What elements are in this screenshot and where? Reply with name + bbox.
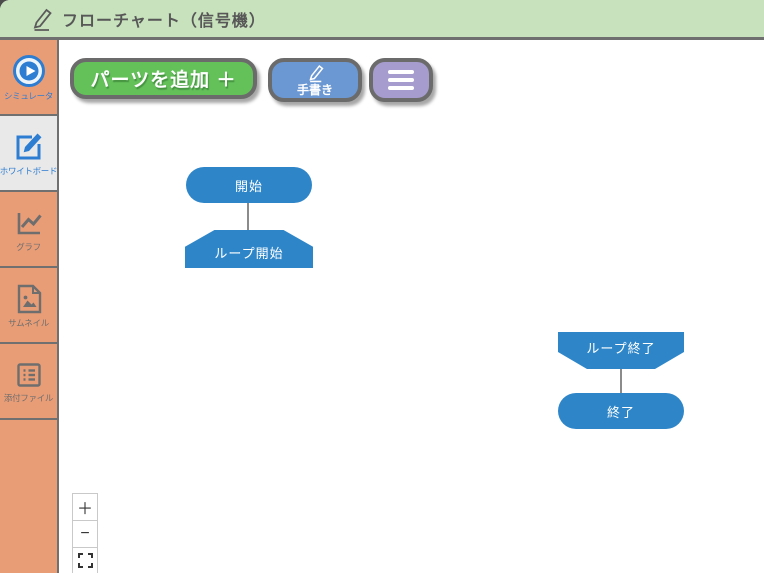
flow-node-loop-end[interactable]: ループ終了 — [558, 332, 684, 369]
flow-node-loop-start[interactable]: ループ開始 — [185, 230, 313, 268]
handwriting-label: 手書き — [296, 83, 333, 97]
flow-node-start[interactable]: 開始 — [186, 167, 312, 203]
sidebar-item-thumbnail[interactable]: サムネイル — [0, 268, 57, 344]
sidebar-item-label: サムネイル — [8, 317, 49, 328]
handwriting-button[interactable]: 手書き — [268, 58, 362, 102]
line-chart-icon — [13, 207, 45, 239]
fit-screen-button[interactable] — [72, 547, 98, 573]
sidebar-item-label: シミュレータ — [3, 90, 54, 101]
sidebar-item-graph[interactable]: グラフ — [0, 192, 57, 268]
sidebar-item-label: グラフ — [16, 241, 41, 252]
zoom-controls: ＋− — [72, 493, 98, 573]
zoom-in-button[interactable]: ＋ — [72, 493, 98, 520]
fit-screen-icon — [77, 553, 93, 568]
flow-node-end[interactable]: 終了 — [558, 393, 684, 429]
sidebar-item-simulator[interactable]: シミュレータ — [0, 40, 57, 116]
pencil-icon — [306, 63, 325, 83]
flow-connector-start-loop-start — [247, 203, 249, 230]
thumbnail-file-icon — [14, 283, 44, 315]
header: フローチャート（信号機） — [0, 0, 764, 40]
menu-button[interactable] — [369, 58, 433, 102]
sidebar-item-label: 添付ファイル — [3, 392, 54, 403]
sidebar: シミュレータホワイトボードグラフサムネイル添付ファイル — [0, 40, 59, 573]
sidebar-item-attachments[interactable]: 添付ファイル — [0, 344, 57, 420]
edit-square-icon — [12, 130, 45, 163]
toolbar: パーツを追加 ＋ 手書き — [70, 58, 433, 102]
edit-title-pencil-icon[interactable] — [30, 6, 53, 32]
whiteboard-canvas[interactable]: パーツを追加 ＋ 手書き 開始ループ開始ループ終了終了 ＋− — [59, 40, 764, 573]
sidebar-item-whiteboard[interactable]: ホワイトボード — [0, 116, 57, 192]
zoom-out-button[interactable]: − — [72, 520, 98, 547]
play-circle-icon — [12, 54, 46, 88]
sidebar-item-label: ホワイトボード — [0, 166, 57, 176]
hamburger-menu-icon — [388, 70, 414, 90]
main-body: シミュレータホワイトボードグラフサムネイル添付ファイル パーツを追加 ＋ 手書き — [0, 40, 764, 573]
attachment-list-icon — [14, 360, 44, 390]
add-parts-button[interactable]: パーツを追加 ＋ — [70, 58, 257, 99]
page-title: フローチャート（信号機） — [62, 12, 266, 30]
flow-connector-loop-end-end — [620, 369, 622, 393]
